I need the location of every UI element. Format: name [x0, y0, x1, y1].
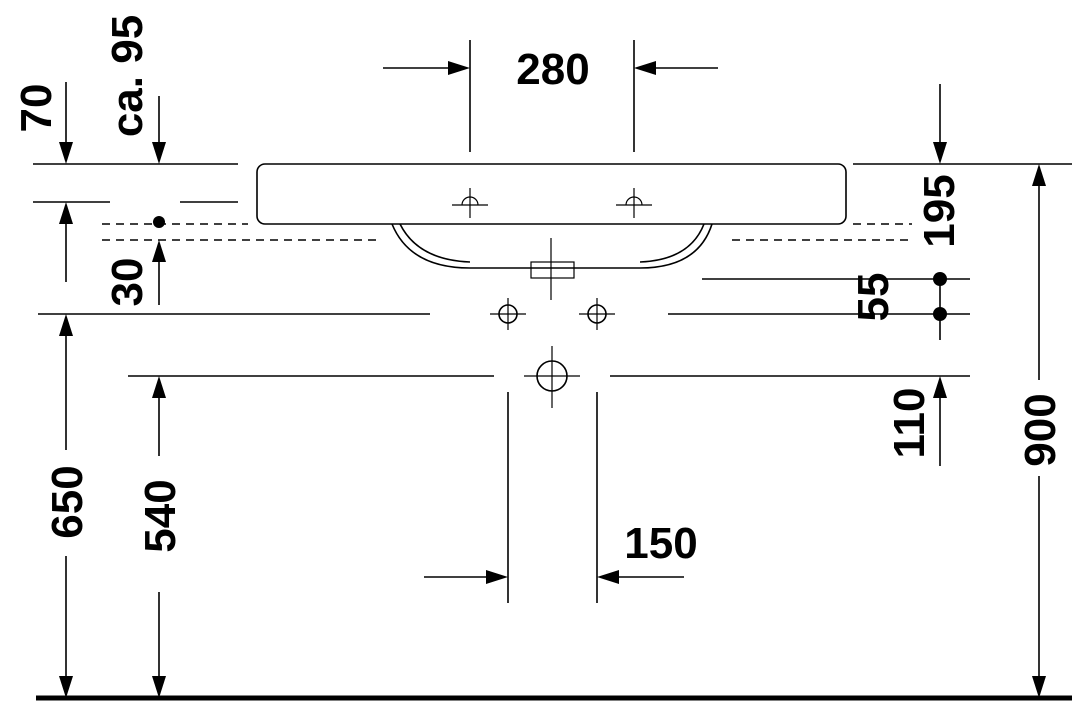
- dimension-55-label: 55: [849, 273, 898, 322]
- dimension-280: 280: [383, 45, 718, 94]
- dimension-55: 55: [849, 272, 947, 340]
- drain-outlet: [530, 261, 575, 279]
- dimension-650: 650: [43, 314, 92, 698]
- dimension-150-label: 150: [624, 519, 697, 568]
- dimension-ca-95-label: ca. 95: [103, 15, 152, 137]
- dimension-70-label: 70: [12, 84, 61, 133]
- dimension-540: 540: [136, 376, 185, 698]
- reference-lines: [33, 40, 1072, 603]
- tap-hole-left-symbol: [452, 188, 488, 218]
- dimension-30-label: 30: [103, 258, 152, 307]
- dimension-900: 900: [1016, 164, 1065, 698]
- water-supply-right-symbol: [579, 298, 615, 330]
- dimension-ca-95: ca. 95: [103, 15, 166, 164]
- basin-bowl-inner-right: [639, 223, 705, 263]
- basin-rim: [256, 163, 847, 225]
- dimension-280-label: 280: [516, 45, 589, 94]
- dimension-110: 110: [885, 376, 947, 466]
- water-supply-left-symbol: [490, 298, 526, 330]
- dimension-900-label: 900: [1016, 393, 1065, 466]
- dimension-540-label: 540: [136, 479, 185, 552]
- dimension-70: 70: [12, 82, 73, 164]
- dimension-110-label: 110: [885, 388, 934, 459]
- waste-outlet-symbol: [524, 346, 580, 408]
- dimension-650-label: 650: [43, 465, 92, 538]
- dimension-30: 30: [59, 202, 166, 306]
- dimension-195-label: 195: [915, 174, 964, 247]
- basin-bowl: [391, 223, 713, 269]
- tap-hole-right-symbol: [616, 188, 652, 218]
- washbasin-front-view: [256, 163, 847, 300]
- basin-bowl-inner-left: [399, 223, 471, 263]
- dimension-150: 150: [424, 519, 698, 584]
- dimension-195: 195: [915, 84, 964, 248]
